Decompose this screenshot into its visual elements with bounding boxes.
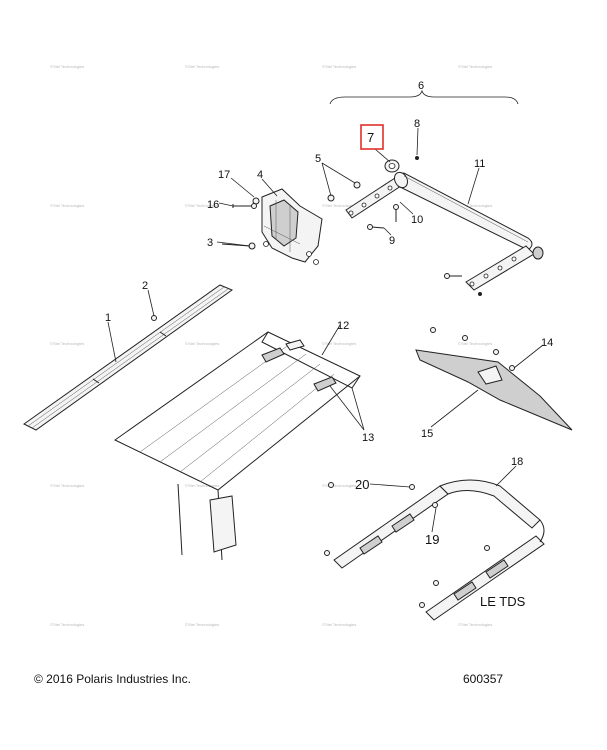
- part-8-bolt: [415, 156, 419, 160]
- watermark: ©Stel Technologies: [322, 483, 356, 488]
- watermark: ©Stel Technologies: [185, 483, 219, 488]
- highlight-box: [360, 124, 384, 150]
- part-4-housing: [261, 188, 323, 265]
- part-2-fastener: [151, 315, 157, 321]
- callout-13: 13: [362, 432, 374, 444]
- watermark: ©Stel Technologies: [185, 622, 219, 627]
- callout-19: 19: [425, 532, 439, 547]
- watermark: ©Stel Technologies: [458, 622, 492, 627]
- assembly-bracket: [329, 89, 519, 105]
- leader-lines: [107, 127, 544, 533]
- watermark: ©Stel Technologies: [185, 203, 219, 208]
- callout-5: 5: [315, 153, 321, 165]
- callout-12: 12: [337, 320, 349, 332]
- callout-16: 16: [207, 199, 219, 211]
- callout-17: 17: [218, 169, 230, 181]
- callout-2: 2: [142, 280, 148, 292]
- part-9-bolts: [367, 204, 399, 230]
- watermark: ©Stel Technologies: [50, 622, 84, 627]
- watermark: ©Stel Technologies: [185, 341, 219, 346]
- part-12-bed: [114, 331, 361, 561]
- part-11-tube: [394, 171, 533, 251]
- callout-20: 20: [355, 477, 369, 492]
- watermark: ©Stel Technologies: [322, 622, 356, 627]
- watermark: ©Stel Technologies: [322, 341, 356, 346]
- fasteners-5: [327, 181, 361, 202]
- variant-label: LE TDS: [480, 594, 526, 609]
- callout-7: 7: [367, 130, 374, 145]
- callout-3: 3: [207, 237, 213, 249]
- watermark: ©Stel Technologies: [458, 64, 492, 69]
- callout-9: 9: [389, 235, 395, 247]
- callout-10: 10: [411, 214, 423, 226]
- callout-labels: 1 2 3 4 5 6 7 8 9 10 11 12 13 14 15 16 1…: [105, 80, 553, 547]
- watermark: ©Stel Technologies: [458, 203, 492, 208]
- callout-15: 15: [421, 428, 433, 440]
- part-lower-arm: [444, 245, 544, 296]
- part-18-frame: [324, 479, 545, 621]
- callout-6: 6: [418, 80, 424, 92]
- copyright-text: © 2016 Polaris Industries Inc.: [34, 672, 191, 686]
- part-15-panel: [415, 327, 573, 431]
- watermark: ©Stel Technologies: [50, 483, 84, 488]
- callout-18: 18: [511, 456, 523, 468]
- watermark: ©Stel Technologies: [322, 64, 356, 69]
- callout-1: 1: [105, 312, 111, 324]
- diagram-number: 600357: [463, 672, 503, 686]
- callout-4: 4: [257, 169, 263, 181]
- part-1-rail: [23, 284, 234, 431]
- watermark: ©Stel Technologies: [185, 64, 219, 69]
- callout-11: 11: [474, 158, 485, 170]
- fasteners-17-16-3: [221, 197, 260, 250]
- watermark: ©Stel Technologies: [50, 341, 84, 346]
- callout-8: 8: [414, 118, 420, 130]
- watermark: ©Stel Technologies: [458, 341, 492, 346]
- watermark: ©Stel Technologies: [50, 203, 84, 208]
- watermark: ©Stel Technologies: [50, 64, 84, 69]
- watermark: ©Stel Technologies: [322, 203, 356, 208]
- part-7-bushing: [384, 159, 400, 173]
- callout-14: 14: [541, 337, 553, 349]
